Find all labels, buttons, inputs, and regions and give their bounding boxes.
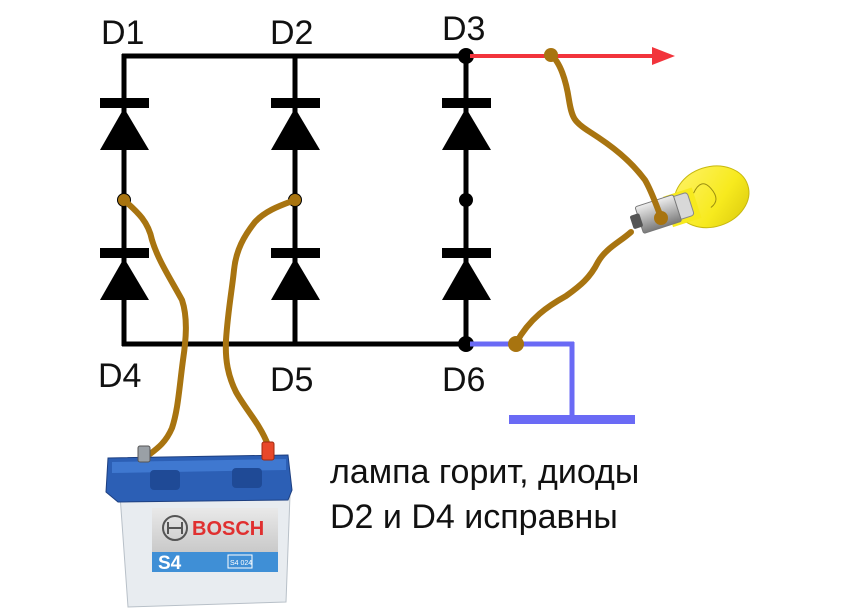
diode-d4-symbol [100,248,149,300]
bosch-logo-icon [162,515,188,541]
lead-clip-d4-node [118,194,130,206]
output-node-positive [458,48,474,64]
junction-node [459,193,473,207]
lead-clip-ground [508,336,524,352]
vent-cap [232,468,262,488]
battery-code: S4 024 [230,560,252,567]
battery-model-strip [152,552,278,572]
label-d2: D2 [270,14,313,52]
diode-d5-symbol [271,248,320,300]
battery: BOSCH S4 S4 024 [105,441,293,608]
negative-terminal [137,445,151,463]
caption-line-2: D2 и D4 исправны [330,498,618,536]
caption-line-1: лампа горит, диоды [330,453,639,491]
test-lead-lamp-to-positive [548,52,664,220]
diode-d1-symbol [100,98,149,150]
label-d3: D3 [442,10,485,48]
label-d5: D5 [270,361,313,399]
test-lead-battery-positive [222,197,298,448]
output-node-negative [458,336,474,352]
diode-d3-symbol [442,98,491,150]
diode-d6-symbol [442,248,491,300]
test-lead-battery-negative [121,197,189,457]
label-d1: D1 [101,14,144,52]
lead-clip-lamp [654,211,668,225]
diode-leg-right [458,48,474,352]
arrow-head-icon [652,47,675,65]
lead-clip-d5-node [289,194,301,206]
label-d6: D6 [442,361,485,399]
label-d4: D4 [98,357,141,395]
positive-terminal [261,441,275,461]
lamp-bulb [630,165,750,234]
ground-symbol [470,341,635,424]
battery-model: S4 [158,553,182,574]
diode-d2-symbol [271,98,320,150]
battery-brand: BOSCH [192,518,264,540]
vent-cap [150,470,180,490]
lead-clip-positive [544,48,558,62]
positive-output-arrow [470,47,675,65]
test-lead-lamp-to-ground [513,229,634,346]
